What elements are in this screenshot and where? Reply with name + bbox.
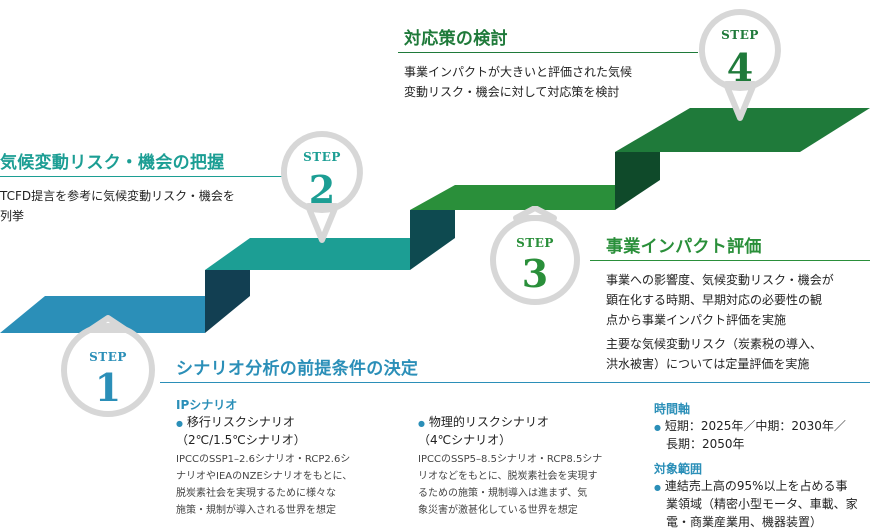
step2-heading-rule <box>0 176 290 177</box>
step3-pin-shape <box>490 205 580 305</box>
bullet-dot: ● <box>176 419 183 428</box>
step2-heading: 気候変動リスク・機会の把握 <box>0 153 225 173</box>
bullet-dot: ● <box>654 423 661 432</box>
step4-pin-shape <box>698 9 781 121</box>
step2-pin-number: 2 <box>308 167 336 212</box>
timeline-line-1-text: 短期：2025年／中期：2030年／ <box>664 419 846 433</box>
transition-scenario-title: ● 移行リスクシナリオ <box>176 414 295 432</box>
scope-line-1: ● 連結売上高の95%以上を占める事 <box>654 478 848 496</box>
step4-desc-line-1: 事業インパクトが大きいと評価された気候 <box>404 65 633 79</box>
stair-riser-2 <box>410 210 455 270</box>
step4-pin-number: 4 <box>726 45 754 90</box>
scope-line-2: 業領域（精密小型モータ、車載、家 <box>666 497 858 511</box>
step2-desc-line-1: TCFD提言を参考に気候変動リスク・機会を <box>0 189 235 203</box>
physical-line-2: リオなどをもとに、脱炭素社会を実現す <box>418 471 598 482</box>
step4-heading-rule <box>398 52 698 53</box>
step3-pin-label: STEP <box>516 236 554 250</box>
step4-pin-label: STEP <box>721 28 759 42</box>
step2-desc-line-2: 列挙 <box>0 209 25 223</box>
stair-riser-1 <box>205 270 250 333</box>
bullet-dot: ● <box>418 419 425 428</box>
step3-heading: 事業インパクト評価 <box>606 237 762 257</box>
step2-pin-shape <box>280 131 363 243</box>
step3-desc-line-5: 洪水被害）については定量評価を実施 <box>606 357 810 371</box>
step1-heading-rule <box>160 382 870 383</box>
scope-line-1-text: 連結売上高の95%以上を占める事 <box>664 479 848 493</box>
stair-step-1 <box>0 296 205 333</box>
physical-title-text: 物理的リスクシナリオ <box>428 415 549 429</box>
transition-line-3: 脱炭素社会を実現するために様々な <box>176 488 336 499</box>
transition-line-1: IPCCのSSP1–2.6シナリオ・RCP2.6シ <box>176 454 351 465</box>
transition-scenario-sub: （2℃/1.5℃シナリオ） <box>176 433 306 447</box>
physical-line-3: るための施策・規制導入は進まず、気 <box>418 488 588 499</box>
step3-desc-line-3: 点から事業インパクト評価を実施 <box>606 313 787 327</box>
step3-pin: STEP 3 <box>486 205 584 306</box>
step1-heading: シナリオ分析の前提条件の決定 <box>176 359 419 379</box>
timeline-title: 時間軸 <box>654 402 691 416</box>
step4-heading: 対応策の検討 <box>404 29 508 49</box>
step3-pin-number: 3 <box>521 251 549 296</box>
physical-line-4: 象災害が激甚化している世界を想定 <box>418 505 578 516</box>
timeline-line-2: 長期：2050年 <box>666 437 745 451</box>
step4-desc-line-2: 変動リスク・機会に対して対応策を検討 <box>404 85 620 99</box>
step3-desc-line-1: 事業への影響度、気候変動リスク・機会が <box>606 273 834 287</box>
scope-title: 対象範囲 <box>654 462 703 476</box>
stair-step-2 <box>205 238 410 270</box>
physical-scenario-sub: （4℃シナリオ） <box>418 433 512 447</box>
physical-line-1: IPCCのSSP5–8.5シナリオ・RCP8.5シナ <box>418 454 603 465</box>
scope-line-3: 電・商業産業用、機器装置） <box>666 515 823 529</box>
ip-scenario-title: IPシナリオ <box>176 398 238 412</box>
step2-pin-label: STEP <box>303 150 341 164</box>
stair-step-4 <box>615 108 870 152</box>
transition-title-text: 移行リスクシナリオ <box>186 415 295 429</box>
step2-pin: STEP 2 <box>278 128 366 246</box>
physical-scenario-title: ● 物理的リスクシナリオ <box>418 414 549 432</box>
step4-pin: STEP 4 <box>696 6 784 124</box>
bullet-dot: ● <box>654 483 661 492</box>
step1-pin-label: STEP <box>89 350 127 364</box>
stair-step-3 <box>410 185 615 210</box>
step3-desc-line-4: 主要な気候変動リスク（炭素税の導入、 <box>606 337 823 351</box>
timeline-line-1: ● 短期：2025年／中期：2030年／ <box>654 418 846 436</box>
step3-heading-rule <box>590 260 870 261</box>
step1-pin-shape <box>61 315 155 417</box>
transition-line-4: 施策・規制が導入される世界を想定 <box>176 505 336 516</box>
step3-desc-line-2: 顕在化する時期、早期対応の必要性の観 <box>606 293 823 307</box>
step1-pin-number: 1 <box>94 365 122 410</box>
step1-pin: STEP 1 <box>58 310 158 420</box>
stair-riser-3 <box>615 152 660 210</box>
transition-line-2: ナリオやIEAのNZEシナリオをもとに、 <box>176 471 353 482</box>
